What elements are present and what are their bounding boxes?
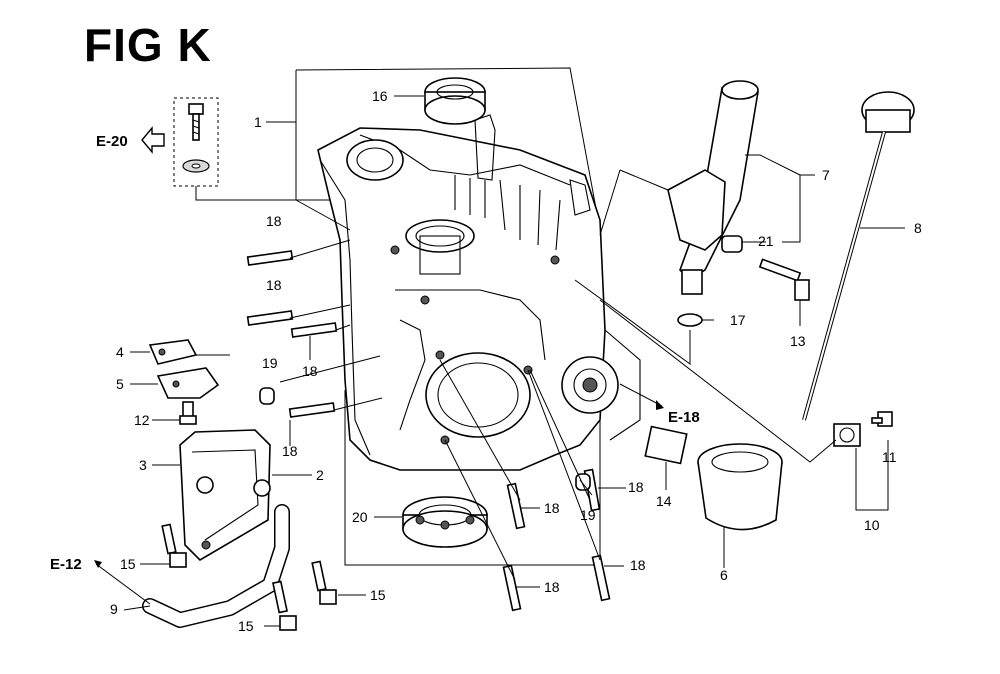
callout-19: 19	[580, 507, 596, 523]
arrow-head-icon	[656, 400, 664, 410]
e12-label: E-12	[50, 556, 82, 573]
callout-15-left: 15	[120, 556, 136, 572]
callout-21: 21	[758, 233, 774, 249]
callout-2: 2	[316, 467, 324, 483]
callout-11: 11	[882, 449, 897, 465]
dowel-pin-right	[575, 473, 591, 491]
callout-18: 18	[266, 213, 282, 229]
e18-label: E-18	[668, 409, 700, 426]
callout-18: 18	[544, 579, 560, 595]
cover-4	[148, 339, 198, 365]
callout-18: 18	[630, 557, 646, 573]
bolt-icon	[188, 103, 204, 141]
e18-reference[interactable]: E-18	[619, 383, 700, 426]
breather-hose-9	[142, 504, 290, 628]
callout-9: 9	[110, 601, 118, 617]
bolt-15-right	[311, 560, 337, 605]
callout-13: 13	[790, 333, 806, 349]
callout-18: 18	[544, 500, 560, 516]
washer-icon	[182, 159, 210, 173]
e12-reference[interactable]: E-12	[50, 556, 151, 605]
callout-18: 18	[302, 363, 318, 379]
e20-reference[interactable]: E-20	[96, 126, 165, 154]
callout-14: 14	[656, 493, 672, 509]
callout-18: 18	[266, 277, 282, 293]
oil-filler-tube-7	[667, 80, 759, 295]
callout-19: 19	[262, 355, 278, 371]
callout-6: 6	[720, 567, 728, 583]
callout-17: 17	[730, 312, 746, 328]
leader-lines	[123, 121, 905, 627]
stud-bottom-1	[506, 482, 526, 530]
callout-18: 18	[628, 479, 644, 495]
screw-11	[871, 411, 893, 427]
o-ring-17	[677, 313, 703, 327]
gasket-5	[156, 367, 220, 399]
filter-nipple-14	[644, 425, 688, 465]
callout-20: 20	[352, 509, 368, 525]
figure-title: FIG K	[84, 19, 212, 71]
bearing-20	[402, 496, 488, 548]
arrow-head-icon	[94, 560, 102, 568]
callout-3: 3	[139, 457, 147, 473]
callout-numbers: 1 2 3 4 5 6 7 8 9 10 11 12 13 14 15 15 1…	[110, 88, 922, 634]
breather-plate-3	[179, 429, 271, 562]
stud-bottom-2	[502, 564, 522, 612]
stud-bottom-3	[591, 554, 611, 602]
callout-18: 18	[282, 443, 298, 459]
oil-seal-16	[424, 77, 486, 125]
collar-21	[721, 235, 743, 253]
callout-15-right: 15	[370, 587, 386, 603]
pressure-switch-10	[833, 423, 861, 447]
dowel-pin-left	[259, 387, 275, 405]
callout-8: 8	[914, 220, 922, 236]
stud-left-mid2	[290, 322, 338, 338]
e20-label: E-20	[96, 133, 128, 150]
bolt-15-left	[161, 523, 187, 568]
stud-left-upper	[246, 250, 294, 266]
callout-4: 4	[116, 344, 124, 360]
callout-10: 10	[864, 517, 880, 533]
callout-5: 5	[116, 376, 124, 392]
bolt-12	[179, 401, 197, 425]
dipstick-8	[802, 91, 915, 421]
stud-left-mid	[246, 310, 294, 326]
callout-12: 12	[134, 412, 150, 428]
leader-box	[195, 186, 370, 201]
bolt-13	[758, 258, 810, 301]
stud-left-lower	[288, 402, 336, 418]
callout-7: 7	[822, 167, 830, 183]
left-arrow-icon	[141, 126, 165, 154]
callout-15-bottom: 15	[238, 618, 254, 634]
bolt-15-bottom	[272, 580, 297, 631]
oil-filter-6	[697, 443, 783, 531]
callout-16: 16	[372, 88, 388, 104]
callout-1: 1	[254, 114, 262, 130]
